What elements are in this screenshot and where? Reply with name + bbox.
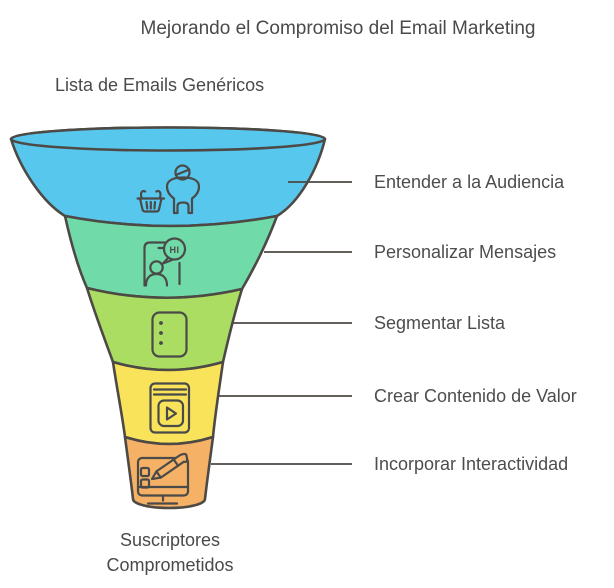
stage-label-3: Segmentar Lista [374, 313, 506, 333]
segmented-list-icon [151, 311, 188, 358]
funnel-bottom-label: Suscriptores Comprometidos [106, 528, 233, 578]
funnel-stage-3-shape [85, 286, 244, 372]
connector-lines [211, 181, 352, 465]
stage-label-4: Crear Contenido de Valor [374, 386, 577, 406]
interactive-screen-icon [136, 452, 190, 505]
stage-label-5: Incorporar Interactividad [374, 454, 569, 474]
funnel-bottom-label-line-1: Suscriptores [119, 530, 221, 550]
funnel-bottom-label-line-2: Comprometidos [106, 555, 234, 575]
funnel-top-label: Lista de Emails Genéricos [55, 75, 265, 95]
funnel-mouth-rim [9, 126, 327, 152]
audience-shopper-icon [136, 164, 201, 215]
stage-label-1: Entender a la Audiencia [374, 172, 565, 192]
diagram-title: Mejorando el Compromiso del Email Market… [140, 18, 536, 39]
speech-bubble-text: HI [170, 245, 180, 255]
funnel-segments [9, 126, 327, 510]
stage-label-2: Personalizar Mensajes [374, 242, 557, 262]
personalized-message-icon: HI [143, 237, 187, 287]
valuable-content-icon [149, 382, 191, 434]
